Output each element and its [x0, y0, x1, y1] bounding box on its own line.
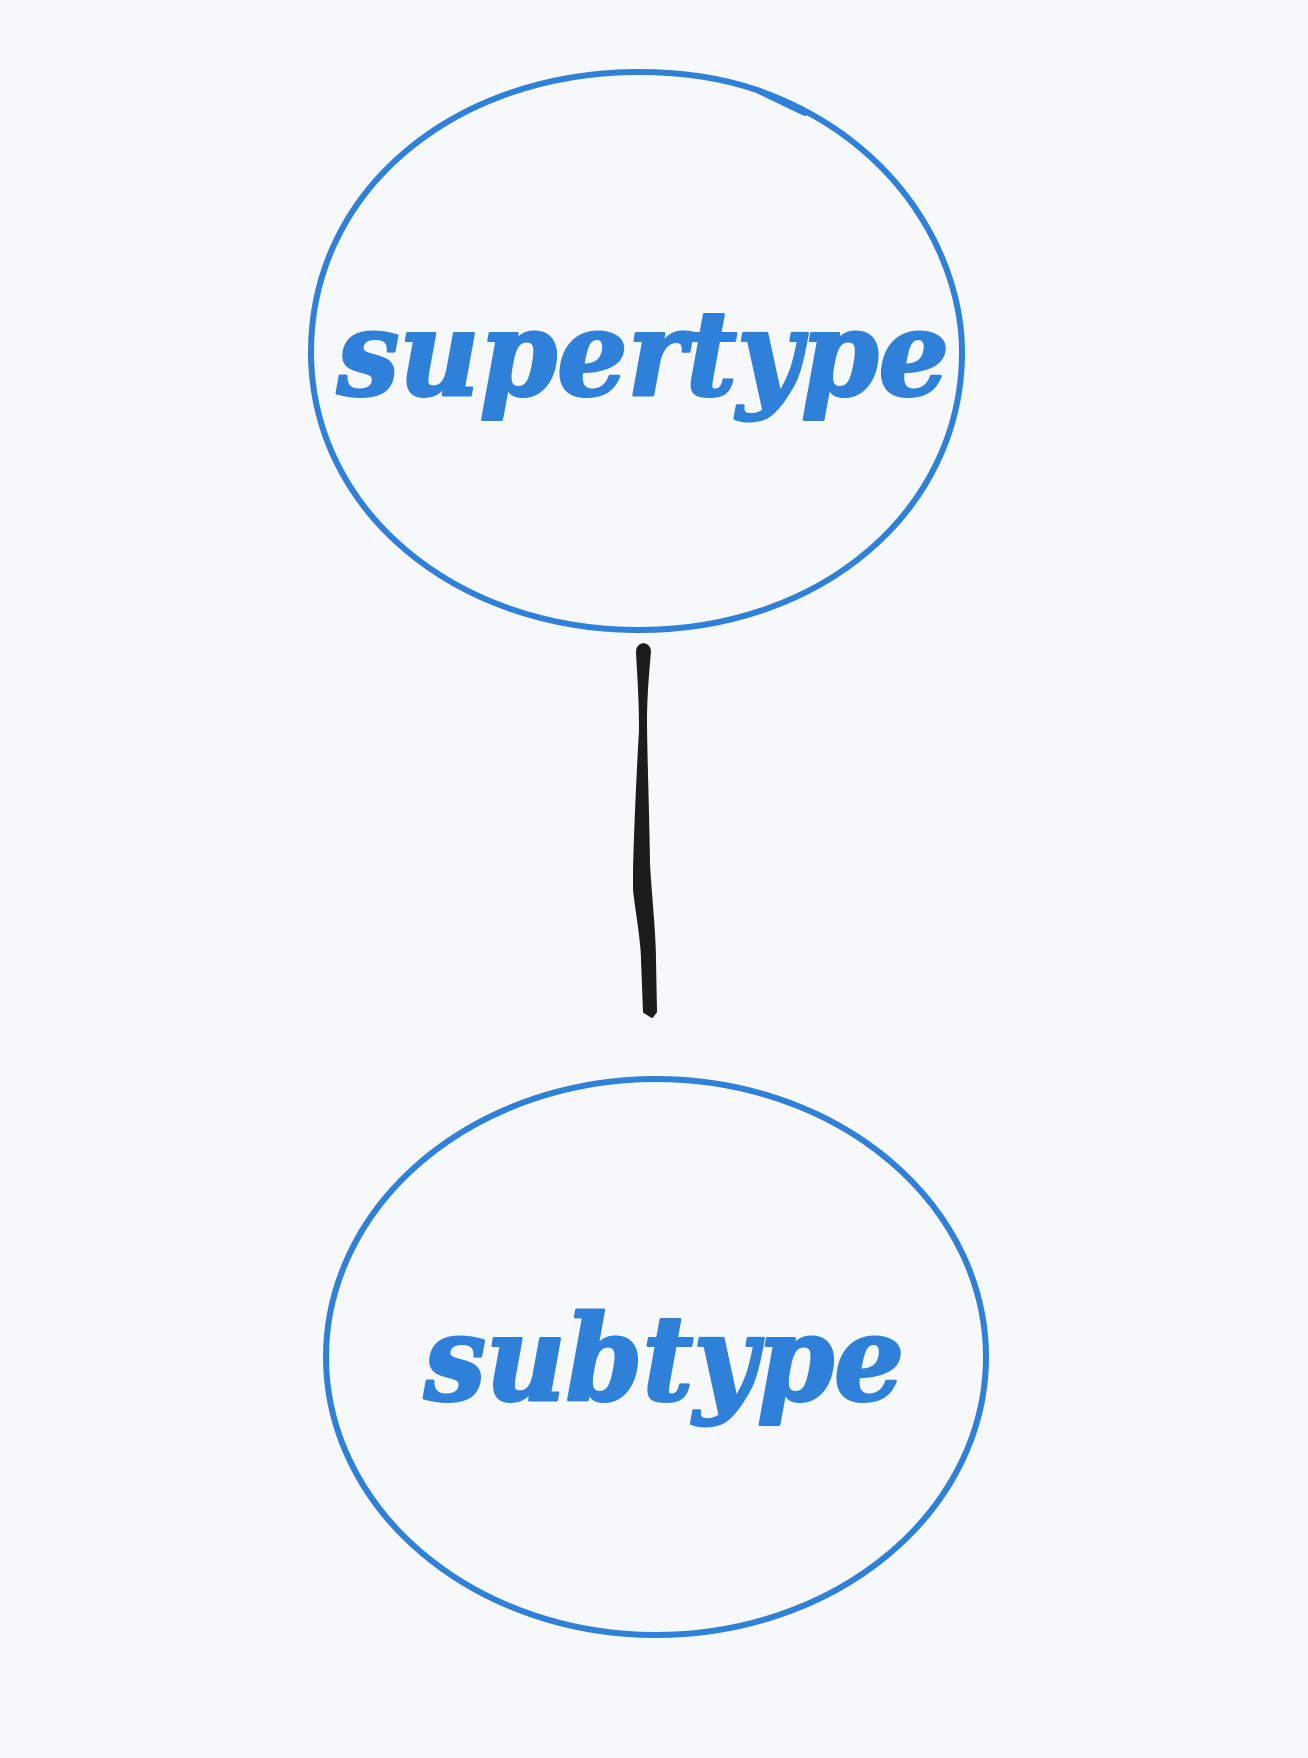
supertype-node-label: supertype [336, 284, 949, 423]
subtype-node-outline [323, 1076, 989, 1638]
supertype-node-outline [308, 69, 965, 633]
supertype-subtype-edge [633, 643, 657, 1018]
supertype-node[interactable]: supertype [308, 69, 965, 633]
subtype-node[interactable]: subtype [323, 1076, 989, 1638]
subtype-node-label: subtype [423, 1289, 904, 1428]
